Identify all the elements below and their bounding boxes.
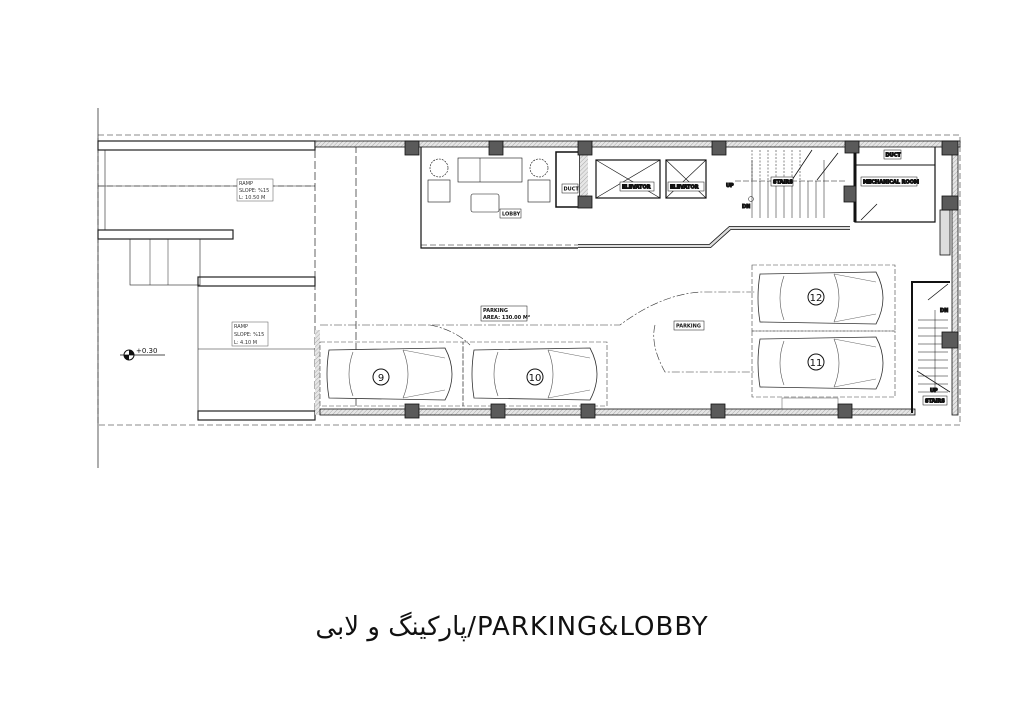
drawing-title-persian: پارکینگ و لابی	[315, 612, 468, 642]
property-boundary	[97, 108, 961, 468]
drawing-title: پارکینگ و لابی /PARKING&LOBBY	[0, 612, 1024, 642]
svg-text:UP: UP	[930, 388, 938, 394]
building-walls	[314, 140, 961, 416]
ramp-label-2: RAMP SLOPE: %15 L: 4.10 M	[231, 321, 269, 347]
svg-text:STAIRS: STAIRS	[925, 399, 945, 405]
svg-text:DN: DN	[742, 204, 750, 210]
drive-path	[320, 291, 755, 373]
svg-text:UP: UP	[726, 183, 734, 189]
structural-columns	[404, 140, 959, 419]
svg-text:RAMP: RAMP	[239, 181, 253, 187]
ramp-label-1: RAMP SLOPE: %15 L: 10.50 M	[236, 178, 274, 202]
svg-text:MECHANICAL ROOM: MECHANICAL ROOM	[863, 180, 919, 186]
elevator-2: ELEVATOR	[665, 159, 707, 199]
svg-text:SLOPE: %15: SLOPE: %15	[234, 332, 264, 338]
lobby	[420, 147, 850, 249]
svg-text:DUCT: DUCT	[564, 187, 580, 193]
duct-shaft-1: DUCT	[555, 151, 588, 208]
parking-spot-10: 10	[462, 341, 608, 407]
svg-text:L: 10.50 M: L: 10.50 M	[239, 195, 265, 201]
main-stairs: STAIRS UP DN	[726, 149, 849, 221]
svg-text:DN: DN	[940, 308, 948, 314]
svg-text:ELEVATOR: ELEVATOR	[670, 185, 699, 191]
threshold	[781, 397, 839, 410]
svg-text:+0.30: +0.30	[136, 347, 157, 355]
mechanical-room: DUCT MECHANICAL ROOM	[853, 147, 936, 223]
svg-text:L: 4.10 M: L: 4.10 M	[234, 340, 257, 346]
elevator-1: ELEVATOR	[595, 159, 661, 199]
svg-text:12: 12	[810, 293, 823, 304]
svg-text:PARKING: PARKING	[483, 308, 508, 314]
svg-text:STAIRS: STAIRS	[773, 180, 793, 186]
parking-spot-9: 9	[319, 341, 464, 407]
parking-label: PARKING	[673, 320, 705, 331]
parking-area-label: PARKING AREA: 130.00 M²	[480, 305, 530, 322]
svg-text:9: 9	[378, 373, 384, 384]
wall-hatch	[315, 330, 320, 415]
svg-text:10: 10	[529, 373, 542, 384]
svg-text:SLOPE: %15: SLOPE: %15	[239, 188, 269, 194]
side-stairs: DN UP STAIRS	[911, 281, 951, 413]
svg-text:AREA: 130.00 M²: AREA: 130.00 M²	[483, 315, 530, 321]
level-marker: +0.30	[120, 347, 165, 361]
drawing-title-latin: /PARKING&LOBBY	[467, 612, 709, 642]
svg-text:DUCT: DUCT	[886, 153, 902, 159]
ramp-area	[97, 140, 357, 421]
parking-spot-12: 12	[751, 264, 896, 332]
svg-text:11: 11	[810, 358, 823, 369]
svg-text:PARKING: PARKING	[676, 324, 701, 330]
svg-text:LOBBY: LOBBY	[502, 212, 521, 218]
lobby-label: LOBBY	[499, 208, 522, 219]
svg-text:ELEVATOR: ELEVATOR	[622, 185, 651, 191]
parking-spot-11: 11	[751, 330, 896, 398]
svg-text:RAMP: RAMP	[234, 324, 248, 330]
